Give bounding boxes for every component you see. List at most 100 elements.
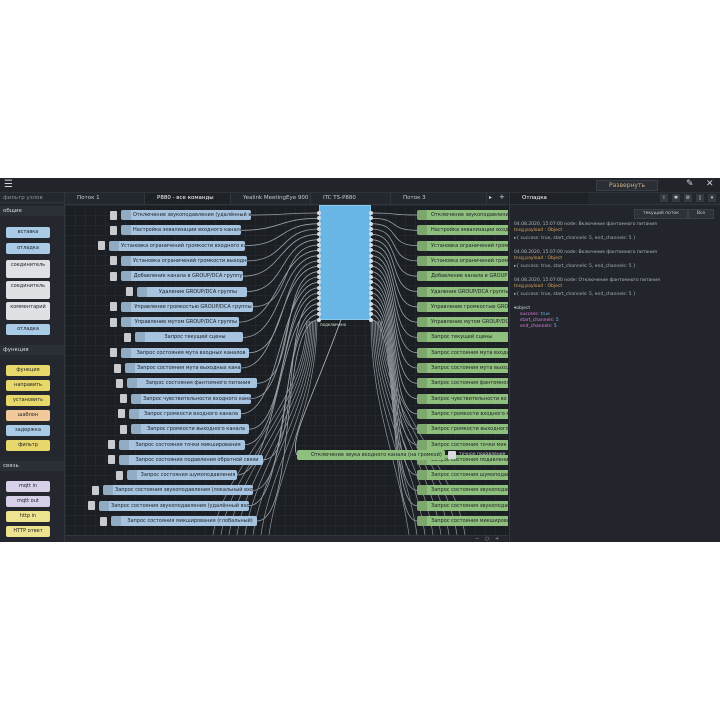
wire[interactable] [370, 233, 418, 277]
wire[interactable] [262, 297, 320, 461]
palette-node-link-out[interactable]: соединитель [6, 281, 50, 299]
inject-button[interactable] [120, 424, 127, 434]
debug-message[interactable]: 04.08.2020, 15:07:00 node: Включение фан… [514, 250, 714, 270]
message-object[interactable]: ▸{ success: true, start_channels: 5, end… [514, 264, 636, 269]
wire[interactable] [370, 260, 418, 354]
inject-button[interactable] [92, 485, 99, 495]
wire[interactable] [370, 271, 418, 384]
all-messages-select[interactable]: Все [688, 209, 714, 219]
wire[interactable] [370, 265, 418, 369]
output-port[interactable] [369, 312, 373, 317]
function-node[interactable]: Управление громкостью GROUP/DCA группы [121, 301, 253, 312]
wire[interactable] [370, 212, 418, 216]
output-port[interactable] [369, 237, 373, 242]
message-object[interactable]: ▸{ success: true, start_channels: 5, end… [514, 292, 636, 297]
inject-button[interactable] [110, 302, 117, 312]
output-port[interactable] [369, 317, 373, 322]
input-port[interactable] [317, 275, 321, 279]
comment-node[interactable]: Добавление канала в GROUP [417, 271, 508, 282]
function-node[interactable]: Запрос состояния звукоподавления (удалён… [99, 500, 249, 511]
palette-node-inject[interactable]: вставка [6, 227, 50, 238]
function-node[interactable]: Запрос текущей сцены [135, 332, 243, 343]
wire[interactable] [256, 271, 320, 384]
output-port[interactable] [369, 253, 373, 258]
wire[interactable] [260, 320, 316, 535]
palette-node-http-in[interactable]: http in [6, 511, 50, 522]
wire[interactable] [252, 320, 315, 535]
palette-filter-input[interactable]: фильтр узлов [0, 193, 64, 203]
tab-itc-ts-p880[interactable]: ITC TS-P880 [311, 193, 391, 204]
input-port[interactable] [317, 291, 321, 295]
debug-message[interactable]: 04.08.2020, 15:07:00 node: Отключение фа… [514, 278, 714, 298]
wire[interactable] [370, 255, 418, 338]
wire[interactable] [244, 292, 320, 445]
input-port[interactable] [317, 248, 321, 253]
inject-button[interactable] [124, 332, 131, 342]
input-port[interactable] [317, 285, 321, 290]
palette-node-link-in[interactable]: соединитель [6, 260, 50, 278]
wire[interactable] [370, 249, 418, 323]
message-object[interactable]: ▸{ success: true, start_channels: 5, end… [514, 236, 636, 241]
wire[interactable] [242, 233, 320, 277]
input-port[interactable] [317, 312, 321, 317]
palette-node-delay[interactable]: задержка [6, 425, 50, 436]
center-comment-node[interactable]: Отключение звука входного канала (на гро… [297, 450, 445, 460]
function-node[interactable]: Запрос состояния фантомного питания [127, 378, 257, 389]
category-general[interactable]: общие [0, 206, 64, 216]
output-port[interactable] [369, 221, 373, 226]
palette-node-mqtt-in[interactable]: mqtt in [6, 481, 50, 492]
function-node[interactable]: Настройка эквализации входного канала [121, 225, 241, 236]
wire[interactable] [240, 265, 320, 369]
debug-message-expanded[interactable]: ▾object success: true start_channels: 5 … [514, 306, 714, 330]
add-tab-icon[interactable]: + [499, 193, 505, 201]
object-head[interactable]: ▾object [514, 306, 531, 311]
wire[interactable] [370, 244, 418, 308]
comment-node[interactable]: Настройка эквализации входн [417, 225, 508, 236]
wire[interactable] [370, 239, 418, 292]
output-port[interactable] [369, 227, 373, 231]
output-port[interactable] [369, 291, 373, 295]
wire[interactable] [370, 292, 418, 445]
input-port[interactable] [317, 280, 321, 285]
output-port[interactable] [369, 259, 373, 263]
wire[interactable] [370, 287, 418, 430]
input-port[interactable] [317, 243, 321, 247]
comment-node[interactable]: Запрос состояния шумоподав [417, 470, 508, 481]
input-port[interactable] [317, 221, 321, 226]
function-node[interactable]: Установка ограничений громкости выходног… [121, 255, 247, 266]
wire[interactable] [370, 320, 410, 535]
output-port[interactable] [369, 264, 373, 269]
function-node[interactable]: Запрос громкости выходного канала [131, 424, 249, 435]
output-port[interactable] [369, 216, 373, 221]
wire[interactable] [370, 217, 418, 231]
debug-message[interactable]: 04.08.2020, 15:07:00 node: Включение фан… [514, 222, 714, 242]
comment-node[interactable]: Управление мутом GROUP/DC [417, 317, 508, 328]
config-icon[interactable]: ⚙ [684, 194, 692, 202]
palette-node-comment[interactable]: комментарий [6, 302, 50, 320]
palette-node-template[interactable]: шаблон [6, 410, 50, 421]
comment-node[interactable]: Удаление GROUP/DCA группы [417, 286, 508, 297]
category-network[interactable]: связь [0, 461, 64, 471]
palette-node-filter[interactable]: фильтр [6, 440, 50, 451]
zoom-out-icon[interactable]: − [475, 536, 480, 542]
wire[interactable] [240, 281, 320, 415]
comment-node[interactable]: Запрос чувствительности вх [417, 393, 508, 404]
output-port[interactable] [369, 280, 373, 285]
trash-icon[interactable]: ▯ [696, 194, 704, 202]
inject-button[interactable] [108, 440, 115, 449]
palette-node-switch[interactable]: направить [6, 380, 50, 391]
palette-node-function[interactable]: функция [6, 365, 50, 376]
comment-node[interactable]: Запрос громкости выходного [417, 424, 508, 435]
inject-button[interactable] [110, 256, 117, 266]
deploy-button[interactable]: Развернуть [596, 180, 658, 191]
comment-node[interactable]: Отключение звукоподавления [417, 210, 508, 220]
wire[interactable] [246, 228, 320, 262]
sidebar-menu-icon[interactable]: ▾ [708, 194, 716, 202]
comment-node[interactable]: Установка ограничений гром [417, 240, 508, 251]
comment-node[interactable]: Установка ограничений гром [417, 255, 508, 266]
function-node[interactable]: Запрос состояния шумоподавления [127, 470, 237, 481]
tab-flow-1[interactable]: Поток 1 [65, 193, 145, 204]
input-port[interactable] [317, 211, 321, 215]
wire[interactable] [370, 223, 418, 246]
wire[interactable] [246, 239, 320, 292]
